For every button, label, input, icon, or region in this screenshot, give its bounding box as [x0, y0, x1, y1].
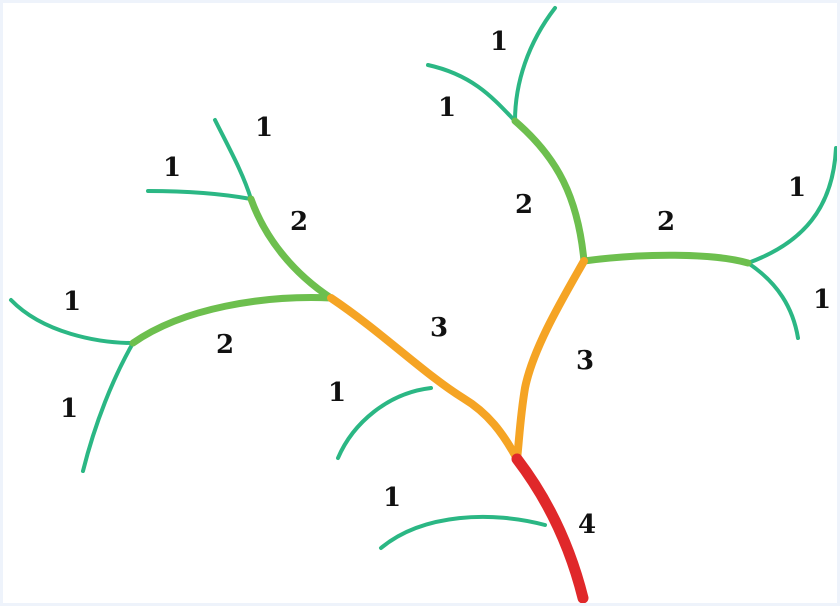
stream-3-right [517, 261, 584, 459]
label-4-trunk: 4 [578, 510, 596, 540]
label-2-left-lower: 2 [216, 330, 234, 360]
stream-order-diagram: 1 1 1 1 1 1 1 1 1 1 2 2 2 2 3 3 4 [3, 3, 837, 603]
label-1-far-left-a: 1 [63, 287, 81, 317]
label-3-left: 3 [430, 313, 448, 343]
stream-1-right-a [748, 148, 836, 263]
stream-4-trunk [517, 459, 583, 598]
label-1-upper-left-b: 1 [163, 153, 181, 183]
order-2-streams [133, 121, 748, 343]
order-3-streams [331, 261, 584, 459]
order-4-streams [517, 459, 583, 598]
label-1-right-b: 1 [813, 285, 831, 315]
label-2-top: 2 [515, 190, 533, 220]
label-1-top-b: 1 [438, 93, 456, 123]
stream-1-right-b [748, 263, 798, 338]
label-1-upper-left-a: 1 [255, 113, 273, 143]
label-3-right: 3 [576, 346, 594, 376]
stream-network-svg: 1 1 1 1 1 1 1 1 1 1 2 2 2 2 3 3 4 [3, 3, 837, 603]
stream-1-far-left-b [83, 343, 133, 471]
label-2-left-upper: 2 [290, 207, 308, 237]
stream-1-top-a [515, 8, 555, 121]
order-labels: 1 1 1 1 1 1 1 1 1 1 2 2 2 2 3 3 4 [60, 27, 831, 540]
stream-3-left [331, 298, 517, 459]
stream-1-mid [338, 388, 431, 458]
stream-1-upper-left-a [215, 120, 251, 199]
label-1-bottom: 1 [383, 483, 401, 513]
label-1-far-left-b: 1 [60, 394, 78, 424]
label-1-right-a: 1 [788, 173, 806, 203]
label-1-top-a: 1 [490, 27, 508, 57]
stream-1-bottom [381, 517, 545, 548]
label-1-mid: 1 [328, 378, 346, 408]
stream-2-right [584, 255, 748, 263]
stream-1-upper-left-b [148, 191, 251, 199]
label-2-right: 2 [657, 207, 675, 237]
order-1-streams [11, 8, 836, 548]
